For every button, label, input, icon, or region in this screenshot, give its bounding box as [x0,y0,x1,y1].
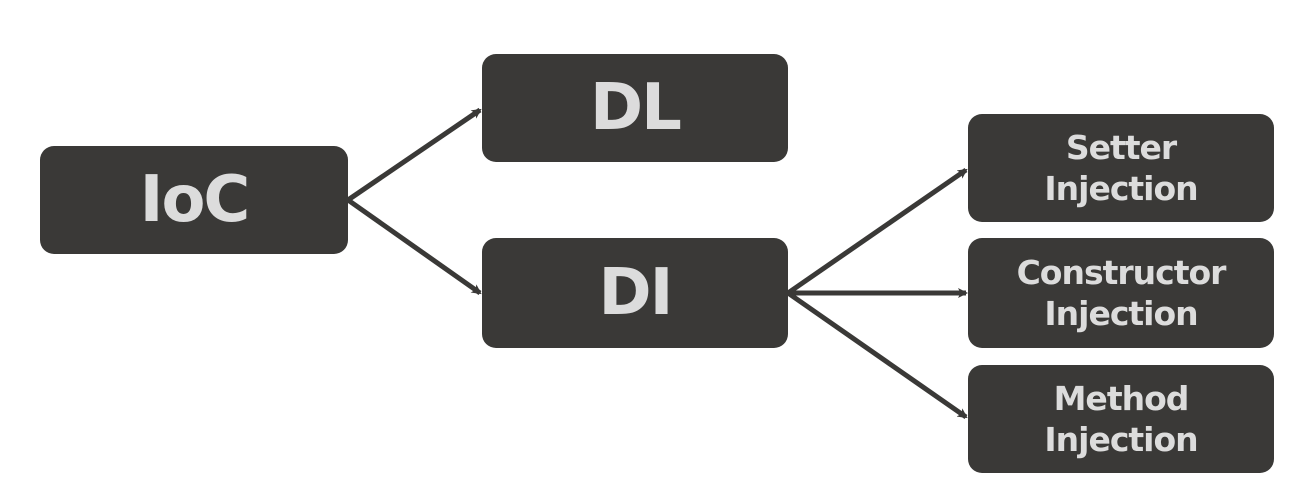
node-constructor-line2: Injection [1044,294,1198,333]
arrow-ioc-to-di [346,197,482,296]
arrow-di-to-method [786,290,968,420]
node-ioc-label: IoC [139,163,251,237]
node-di: DI [482,238,788,348]
node-setter-line1: Setter [1065,128,1177,167]
node-constructor-line1: Constructor [1016,253,1227,292]
node-setter-line2: Injection [1044,169,1198,208]
node-constructor-injection: Constructor Injection [968,238,1274,348]
arrow-di-to-setter [786,167,968,296]
node-method-line2: Injection [1044,420,1198,459]
arrow-ioc-to-dl [346,107,482,203]
node-method-line1: Method [1053,379,1190,418]
node-dl: DL [482,54,788,162]
node-ioc: IoC [40,146,348,254]
node-setter-injection: Setter Injection [968,114,1274,222]
node-method-injection: Method Injection [968,365,1274,473]
node-dl-label: DL [590,71,682,145]
node-di-label: DI [598,256,674,330]
